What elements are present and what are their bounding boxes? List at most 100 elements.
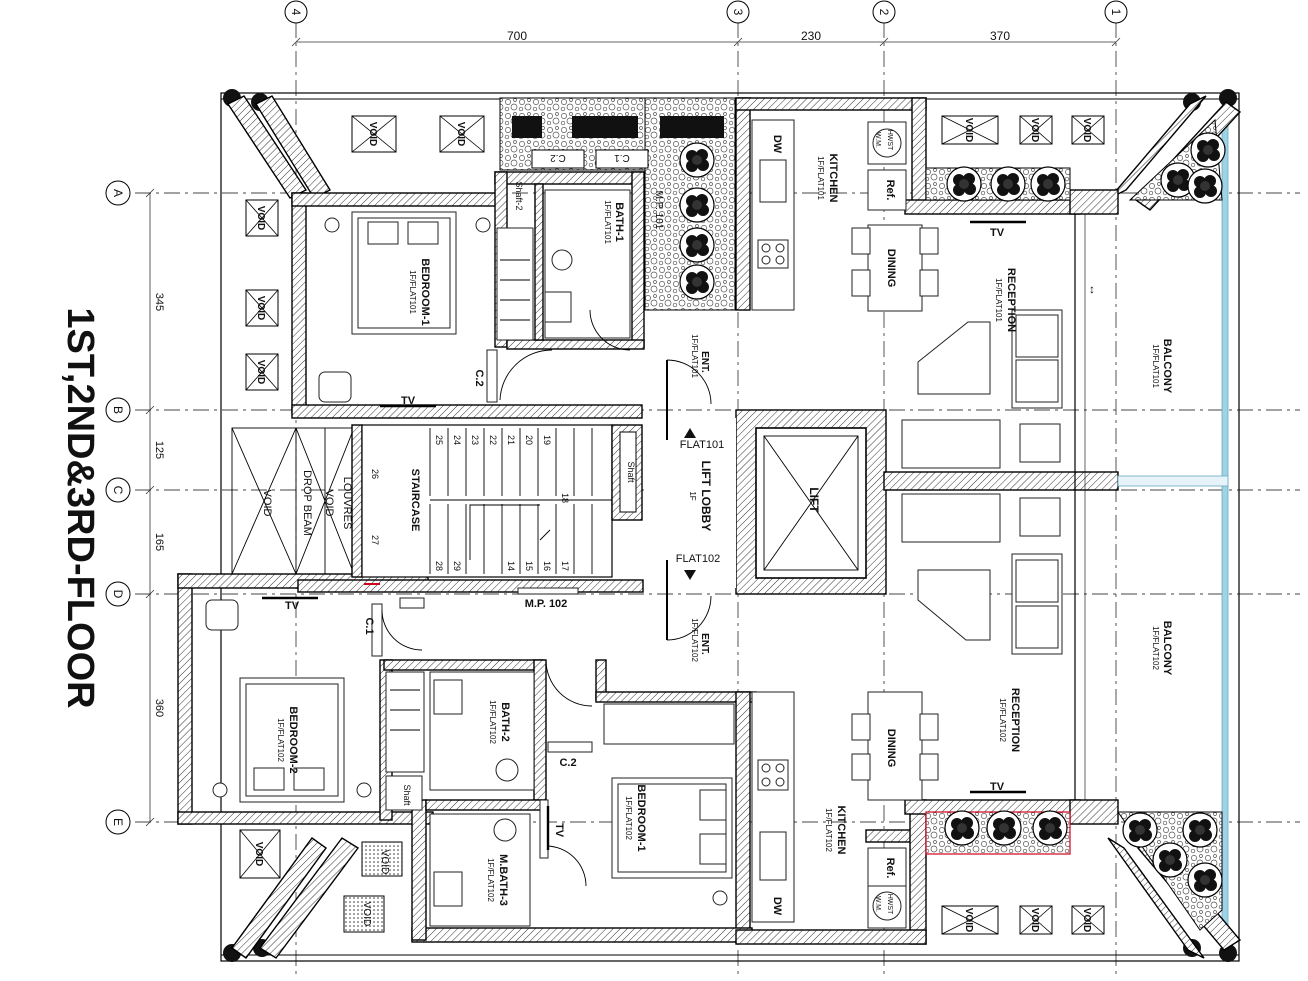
svg-text:18: 18 [560, 493, 570, 503]
dim-360: 360 [153, 699, 165, 717]
room-kitchen-f102: KITCHEN 1F/FLAT102 [824, 806, 847, 855]
room-dining-f102: DINING [885, 729, 897, 768]
dimensions-top: 700 230 370 [291, 29, 1121, 47]
label-mp101: M.P. 101 [653, 191, 664, 230]
label-lift-lobby: LIFT LOBBY [699, 461, 713, 532]
label-void-bl2: VOID [361, 902, 372, 926]
ref-label-1: Ref. [884, 180, 896, 201]
tv-label-2: TV [990, 227, 1005, 239]
grid-bubble-row-e: E [105, 809, 131, 835]
svg-text:1: 1 [1109, 9, 1123, 16]
tv-label-4: TV [990, 781, 1005, 793]
label-ent-101: ENT. [699, 351, 710, 373]
svg-text:1F/FLAT102: 1F/FLAT102 [1151, 626, 1160, 670]
svg-text:↔: ↔ [1087, 284, 1101, 296]
svg-text:19: 19 [542, 435, 552, 445]
label-flat102: FLAT102 [676, 553, 720, 565]
planter-top-right [925, 118, 1226, 204]
svg-text:16: 16 [542, 561, 552, 571]
grid-bubble-col-1: 1 [1104, 0, 1128, 24]
void-label: VOID [963, 908, 974, 932]
dim-125: 125 [153, 441, 165, 459]
annotations: TV TV TV TV TV DW DW Ref. Ref. HWST W.M.… [285, 130, 1005, 916]
svg-text:2: 2 [877, 9, 891, 16]
void-box: VOID [351, 115, 397, 153]
louvres-strip: VOID DROP BEAM VOID LOUVRES [231, 427, 355, 575]
flat-102-furniture: Shaft [205, 493, 1063, 929]
room-bath1-f101: BATH-1 1F/FLAT101 [603, 200, 625, 244]
grid-bubble-row-d: D [105, 581, 131, 607]
label-louvres: LOUVRES [341, 477, 353, 530]
grid-bubble-row-c: C [105, 477, 131, 503]
grid-row-bubbles: A B C D E [105, 180, 131, 835]
lift-lobby: FLAT101 FLAT102 LIFT LOBBY 1F LIFT ENT. … [644, 334, 821, 662]
grid-bubble-row-b: B [105, 397, 131, 423]
room-reception-f101: RECEPTION 1F/FLAT101 [994, 268, 1017, 332]
grid-bubble-col-3: 3 [726, 0, 750, 24]
void-label: VOID [1081, 908, 1092, 932]
room-balcony-f101: BALCONY 1F/FLAT101 [1151, 339, 1173, 394]
grid-bubble-row-a: A [105, 180, 131, 206]
void-box: VOID [1019, 115, 1053, 145]
dim-230: 230 [801, 29, 821, 43]
grid-column-bubbles: 4 3 2 1 [284, 0, 1128, 24]
ref-label-2: Ref. [884, 858, 896, 879]
svg-text:21: 21 [506, 435, 516, 445]
label-lift: LIFT [807, 487, 821, 513]
svg-text:DINING: DINING [885, 729, 897, 768]
c2-label-101: C.2 [473, 369, 485, 386]
void-box: VOID [245, 289, 279, 327]
svg-text:KITCHEN: KITCHEN [835, 806, 847, 855]
label-void-louvres: VOID [261, 490, 273, 517]
planter-bottom-right [925, 810, 1223, 931]
grid-bubble-col-4: 4 [284, 0, 308, 24]
void-box: VOID [439, 115, 485, 153]
void-label: VOID [1029, 908, 1040, 932]
mp102-label: M.P. 102 [525, 598, 568, 610]
svg-text:1F/FLAT102: 1F/FLAT102 [486, 858, 495, 902]
svg-text:1F/FLAT101: 1F/FLAT101 [408, 270, 417, 314]
flat-101-furniture: ↔ [318, 119, 1101, 469]
void-label: VOID [367, 122, 378, 146]
svg-text:4: 4 [289, 9, 303, 16]
grid-bubble-col-2: 2 [872, 0, 896, 24]
svg-text:1F/FLAT101: 1F/FLAT101 [994, 278, 1003, 322]
svg-text:1F/FLAT102: 1F/FLAT102 [276, 718, 285, 762]
svg-text:24: 24 [452, 435, 462, 445]
bottom-left-shafts: VOID VOID [343, 841, 403, 933]
room-bath2-f102: BATH-2 1F/FLAT102 [488, 700, 511, 744]
label-c2-top: C.2 [550, 152, 566, 163]
room-reception-f102: RECEPTION 1F/FLAT102 [998, 688, 1021, 752]
room-kitchen-f101: KITCHEN 1F/FLAT101 [816, 154, 839, 203]
void-box: VOID [941, 115, 999, 145]
hwst-label-2: HWST [886, 894, 893, 915]
svg-text:20: 20 [524, 435, 534, 445]
svg-text:B: B [111, 406, 125, 414]
room-dining-f101: DINING [885, 249, 897, 288]
svg-text:1F/FLAT102: 1F/FLAT102 [824, 808, 833, 852]
label-shaft-102: Shaft [402, 784, 412, 806]
svg-text:1F/FLAT102: 1F/FLAT102 [624, 796, 633, 840]
staircase: Shaft STAIRCASE [351, 424, 643, 578]
svg-text:3: 3 [731, 9, 745, 16]
label-lift-lobby-ref: 1F [688, 491, 697, 500]
c2-label-102: C.2 [559, 757, 576, 769]
void-label: VOID [253, 842, 264, 866]
svg-text:23: 23 [470, 435, 480, 445]
label-flat101: FLAT101 [680, 439, 724, 451]
svg-text:17: 17 [560, 561, 570, 571]
label-ent-102: ENT. [699, 633, 710, 655]
room-bedroom2-f102: BEDROOM-2 1F/FLAT102 [276, 706, 299, 773]
svg-text:DINING: DINING [885, 249, 897, 288]
void-box: VOID [941, 905, 999, 935]
room-bedroom1-f102: BEDROOM-1 1F/FLAT102 [624, 784, 647, 851]
void-box: VOID [1071, 905, 1105, 935]
svg-text:M.BATH-3: M.BATH-3 [497, 854, 509, 906]
svg-text:15: 15 [524, 561, 534, 571]
void-label: VOID [255, 296, 266, 320]
svg-text:BEDROOM-2: BEDROOM-2 [287, 706, 299, 773]
svg-text:KITCHEN: KITCHEN [827, 154, 839, 203]
tv-label-5: TV [553, 823, 565, 838]
label-drop-beam: DROP BEAM [301, 470, 313, 536]
